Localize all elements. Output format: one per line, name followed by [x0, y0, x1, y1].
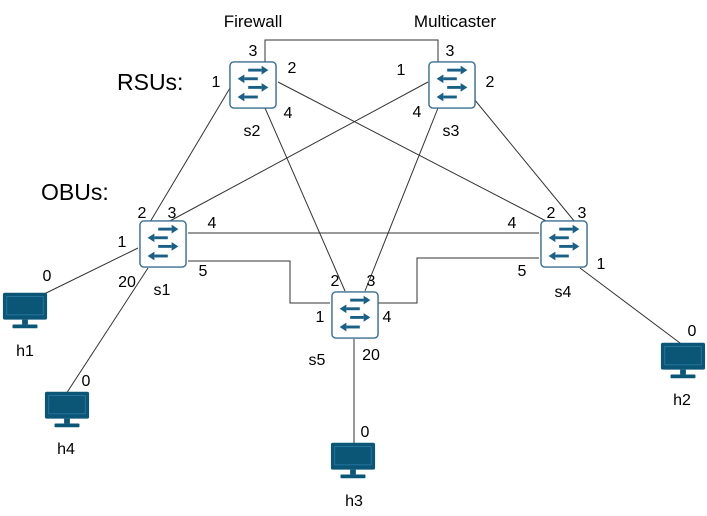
port-label: 1: [397, 62, 406, 79]
port-label: 3: [446, 43, 455, 60]
port-label: 3: [367, 273, 376, 290]
link-s4-h2: [579, 267, 685, 347]
port-label: 4: [208, 215, 217, 232]
link-s3-s4: [464, 87, 576, 223]
links: [39, 39, 685, 446]
port-label: 2: [486, 74, 495, 91]
port-label: 3: [249, 43, 258, 60]
link-s3-s5: [364, 107, 439, 292]
port-label: 2: [138, 205, 147, 222]
port-label: 2: [331, 273, 340, 290]
port-label: 0: [688, 323, 697, 340]
port-labels: 3 1 2 4 3 1 2 4 2 3 4 1 5 20 4 2 3 5 1 2…: [43, 43, 697, 441]
rsus-label: RSUs:: [117, 69, 183, 95]
switch-s3-name: s3: [443, 123, 460, 140]
switch-s5-icon[interactable]: [331, 291, 379, 339]
link-s1-h4: [65, 267, 149, 395]
switch-s1-icon[interactable]: [139, 220, 187, 268]
port-label: 3: [578, 205, 587, 222]
port-label: 1: [118, 234, 127, 251]
port-label: 2: [547, 205, 556, 222]
port-label: 5: [518, 263, 527, 280]
switch-s5-name: s5: [309, 352, 326, 369]
link-s2-s4: [277, 81, 549, 223]
switch-s4-icon[interactable]: [540, 220, 588, 268]
link-s1-s5: [188, 260, 330, 304]
link-s5-s4: [378, 257, 539, 304]
link-s2-s3: [264, 39, 439, 62]
host-h1-name: h1: [16, 343, 34, 360]
link-s2-s5: [264, 107, 346, 292]
link-s1-s3: [167, 81, 429, 223]
multicaster-label: Multicaster: [414, 12, 497, 31]
obus-label: OBUs:: [41, 179, 109, 205]
port-label: 2: [288, 60, 297, 77]
link-s1-s2: [149, 87, 231, 223]
host-h4-icon[interactable]: [44, 391, 90, 428]
port-label: 1: [597, 256, 606, 273]
port-label: 4: [383, 309, 392, 326]
host-h3-name: h3: [345, 493, 363, 510]
switch-s2-icon[interactable]: [229, 61, 277, 109]
port-label: 1: [212, 74, 221, 91]
switch-s2-name: s2: [244, 123, 261, 140]
port-label: 1: [316, 309, 325, 326]
port-label: 0: [361, 424, 370, 441]
host-h4-name: h4: [57, 441, 75, 458]
host-h3-icon[interactable]: [330, 442, 376, 479]
port-label: 0: [82, 373, 91, 390]
port-label: 4: [284, 105, 293, 122]
port-label: 20: [118, 274, 136, 291]
switch-s4-name: s4: [555, 284, 572, 301]
port-label: 20: [362, 347, 380, 364]
firewall-label: Firewall: [224, 12, 283, 31]
link-s1-h1: [39, 247, 139, 297]
switch-s1-name: s1: [154, 282, 171, 299]
host-h2-name: h2: [673, 392, 691, 409]
host-h1-icon[interactable]: [2, 292, 48, 329]
port-label: 4: [413, 104, 422, 121]
port-label: 0: [43, 268, 52, 285]
port-label: 4: [508, 215, 517, 232]
host-h2-icon[interactable]: [660, 342, 706, 379]
switch-s3-icon[interactable]: [428, 61, 476, 109]
port-label: 3: [168, 205, 177, 222]
port-label: 5: [199, 263, 208, 280]
